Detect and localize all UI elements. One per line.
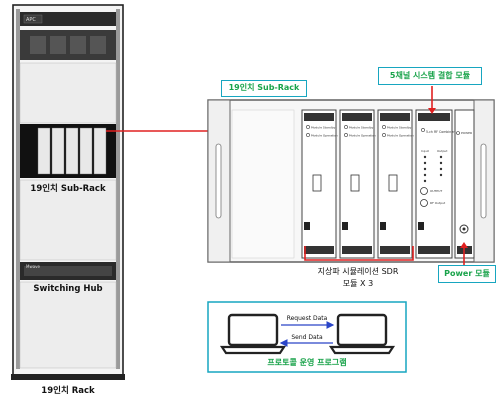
rack-subrack-label: 19인치 Sub-Rack [22,182,114,194]
combiner-port2-text: RF Output [430,201,446,205]
sdr2-led2-text: Module Operation [349,134,376,138]
combiner-module [415,109,453,259]
laptop-left-icon [219,313,287,355]
switching-hub-unit [20,262,116,280]
sdr3-led1-text: Module Standby [387,126,411,130]
sdr-module-1 [301,109,337,259]
rack-hub-label: Switching Hub [22,284,114,294]
hub-brand-text: Mwave [26,264,41,269]
power-callout: Power 모듈 [438,265,496,283]
combiner-led-grid [423,155,443,183]
rack-cabinet [11,4,125,380]
combiner-title-text: 5-ch RF Combiner [426,130,455,134]
program-panel [207,301,407,373]
subrack-callout: 19인치 Sub-Rack [221,80,307,97]
combiner-outputs-text: Output [437,149,448,153]
combiner-inputs-text: Input [421,149,430,153]
sdr1-led1-text: Module Standby [311,126,335,130]
program-caption: 프로토콜 운영 프로그램 [267,357,346,367]
rack-label: 19인치 Rack [41,386,95,396]
combiner-callout: 5채널 시스템 결합 모듈 [378,67,482,85]
power-title-text: POWER [461,131,472,135]
combiner-port1-text: OUTPUT [430,189,442,193]
laptop-right-icon [328,313,396,355]
send-data-text: Send Data [291,334,323,341]
rack-subrack-unit [20,124,116,178]
sdr-callout-line1: 지상파 시뮬레이션 SDR [317,267,399,276]
rack-apc-text: APC [26,17,36,23]
sdr2-led1-text: Module Standby [349,126,373,130]
vent-panel [20,30,116,60]
sdr-callout-line2: 모듈 X 3 [342,279,374,288]
sdr-module-3 [377,109,413,259]
sdr1-led2-text: Module Operation [311,134,338,138]
callout-lines [304,86,468,266]
power-module [454,109,475,259]
sdr3-led2-text: Module Operation [387,134,414,138]
request-data-text: Request Data [287,315,328,322]
apc-unit [20,12,116,26]
sdr-module-2 [339,109,375,259]
